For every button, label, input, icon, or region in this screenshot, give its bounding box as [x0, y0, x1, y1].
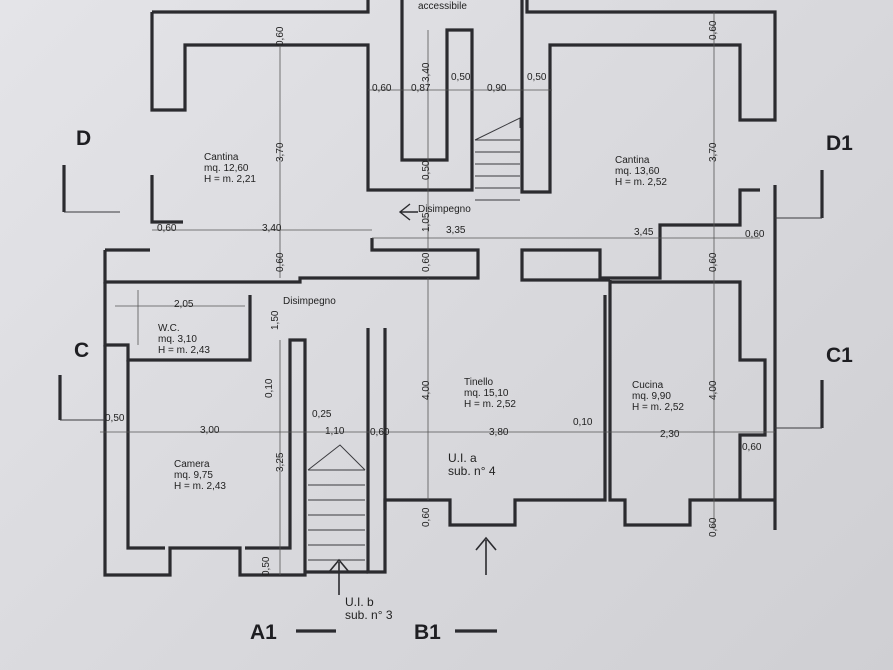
dim-label: 3,40 — [262, 223, 282, 234]
disimpegno-top-label: Disimpegno — [418, 204, 471, 215]
unit-b-label: U.I. b sub. n° 3 — [345, 596, 393, 622]
dim-label: 0,60 — [708, 252, 719, 272]
dim-label: 0,60 — [708, 517, 719, 537]
room-height: H = m. 2,21 — [204, 174, 256, 185]
dim-label: 3,70 — [275, 142, 286, 162]
dim-label: 0,60 — [157, 223, 177, 234]
dim-label: 0,60 — [275, 252, 286, 272]
room-name: W.C. — [158, 323, 180, 334]
dim-label: 4,00 — [421, 380, 432, 400]
dim-label: 0,60 — [421, 507, 432, 527]
dim-label: 3,45 — [634, 227, 654, 238]
dim-label: 1,50 — [270, 310, 281, 330]
unit-a-line2: sub. n° 4 — [448, 464, 496, 478]
dim-label: 0,25 — [312, 409, 332, 420]
accessibile-label: accessibile — [418, 1, 467, 12]
dim-label: 0,60 — [421, 252, 432, 272]
room-height: H = m. 2,52 — [632, 402, 684, 413]
dim-label: 1,05 — [421, 212, 432, 232]
dim-label: 1,10 — [325, 426, 345, 437]
dim-label: 0,90 — [487, 83, 507, 94]
dim-label: 0,60 — [708, 20, 719, 40]
disimpegno-mid-label: Disimpegno — [283, 296, 336, 307]
room-area: mq. 13,60 — [615, 166, 660, 177]
walls — [103, 0, 777, 577]
room-area: mq. 15,10 — [464, 388, 509, 399]
dim-label: 0,10 — [264, 378, 275, 398]
dim-label: 0,10 — [573, 417, 593, 428]
unit-b-line1: U.I. b — [345, 595, 374, 609]
dim-label: 3,80 — [489, 427, 509, 438]
room-height: H = m. 2,52 — [615, 177, 667, 188]
room-name: Cucina — [632, 380, 664, 391]
dim-label: 4,00 — [708, 380, 719, 400]
dim-label: 3,25 — [275, 452, 286, 472]
section-label-b1: B1 — [414, 621, 441, 644]
dim-label: 0,60 — [742, 442, 762, 453]
dim-label: 0,50 — [105, 413, 125, 424]
section-label-d1: D1 — [826, 132, 853, 155]
dim-label: 0,50 — [527, 72, 547, 83]
unit-a-line1: U.I. a — [448, 451, 477, 465]
room-cucina: Cucina mq. 9,90 H = m. 2,52 — [632, 380, 684, 413]
room-tinello: Tinello mq. 15,10 H = m. 2,52 — [464, 377, 516, 410]
section-label-c1: C1 — [826, 344, 853, 367]
room-area: mq. 3,10 — [158, 334, 197, 345]
dim-label: 0,60 — [370, 427, 390, 438]
dim-label: 0,60 — [745, 229, 765, 240]
room-camera: Camera mq. 9,75 H = m. 2,43 — [174, 459, 226, 492]
room-height: H = m. 2,43 — [158, 345, 210, 356]
entry-arrows — [328, 203, 497, 595]
room-name: Cantina — [615, 155, 650, 166]
section-label-c: C — [74, 339, 90, 362]
room-area: mq. 9,90 — [632, 391, 671, 402]
dimension-lines — [100, 12, 775, 575]
room-name: Tinello — [464, 377, 494, 388]
unit-a-label: U.I. a sub. n° 4 — [448, 452, 496, 478]
room-height: H = m. 2,52 — [464, 399, 516, 410]
dim-label: 0,60 — [372, 83, 392, 94]
room-height: H = m. 2,43 — [174, 481, 226, 492]
dim-label: 2,05 — [174, 299, 194, 310]
dim-label: 2,30 — [660, 429, 680, 440]
room-area: mq. 9,75 — [174, 470, 213, 481]
stairs-top — [474, 117, 521, 201]
dim-label: 0,60 — [275, 26, 286, 46]
dim-label: 0,87 — [411, 83, 431, 94]
dim-label: 3,40 — [421, 62, 432, 82]
dim-label: 3,35 — [446, 225, 466, 236]
dim-label: 0,50 — [451, 72, 471, 83]
stairs-bottom — [307, 444, 366, 561]
section-marks — [58, 165, 824, 633]
dim-label: 0,50 — [421, 160, 432, 180]
room-cantina-right: Cantina mq. 13,60 H = m. 2,52 — [615, 155, 667, 188]
room-wc: W.C. mq. 3,10 H = m. 2,43 — [158, 323, 210, 356]
room-cantina-left: Cantina mq. 12,60 H = m. 2,21 — [204, 152, 256, 185]
unit-b-line2: sub. n° 3 — [345, 608, 393, 622]
section-label-a1: A1 — [250, 621, 277, 644]
room-name: Camera — [174, 459, 210, 470]
room-area: mq. 12,60 — [204, 163, 249, 174]
dim-label: 3,70 — [708, 142, 719, 162]
room-name: Cantina — [204, 152, 239, 163]
section-label-d: D — [76, 127, 92, 150]
dim-label: 0,50 — [261, 556, 272, 576]
dim-label: 3,00 — [200, 425, 220, 436]
